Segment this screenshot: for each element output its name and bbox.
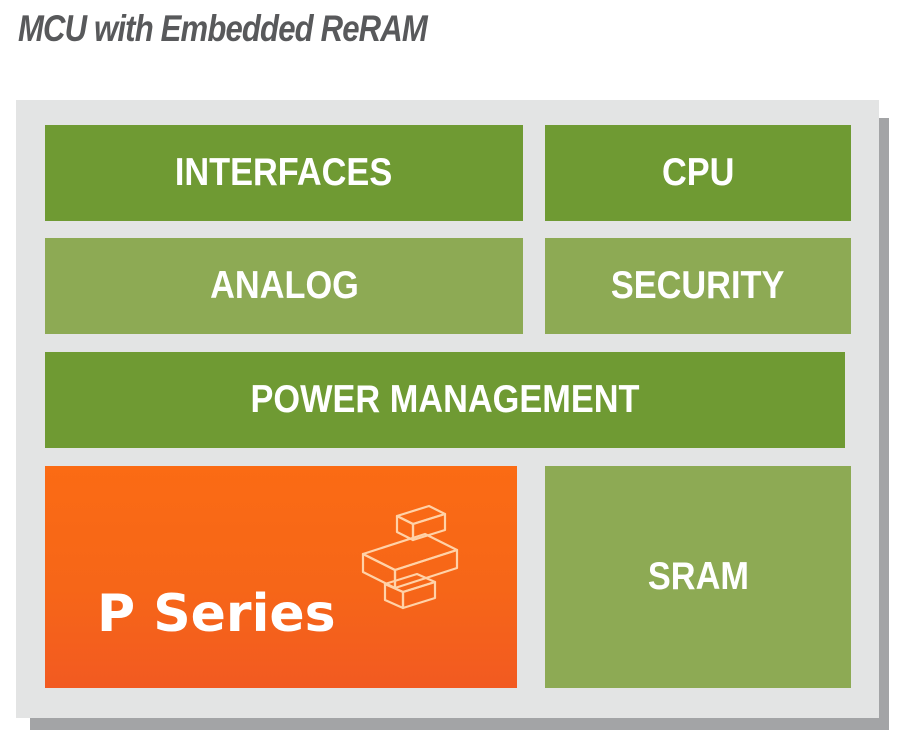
- block-power-management-label: POWER MANAGEMENT: [250, 378, 640, 421]
- block-security: SECURITY: [545, 238, 851, 334]
- block-interfaces-label: INTERFACES: [175, 151, 393, 194]
- diagram-title: MCU with Embedded ReRAM: [18, 8, 428, 49]
- block-analog: ANALOG: [45, 238, 523, 334]
- block-power-management: POWER MANAGEMENT: [45, 352, 845, 448]
- block-cpu: CPU: [545, 125, 851, 221]
- isometric-blocks-logo-icon: [361, 504, 459, 610]
- block-analog-label: ANALOG: [209, 264, 359, 307]
- block-sram: SRAM: [545, 466, 851, 688]
- block-sram-label: SRAM: [647, 555, 749, 598]
- block-cpu-label: CPU: [661, 151, 735, 194]
- block-p-series: P Series: [45, 466, 517, 688]
- p-series-label: P Series: [97, 584, 336, 644]
- block-security-label: SECURITY: [611, 264, 785, 307]
- block-interfaces: INTERFACES: [45, 125, 523, 221]
